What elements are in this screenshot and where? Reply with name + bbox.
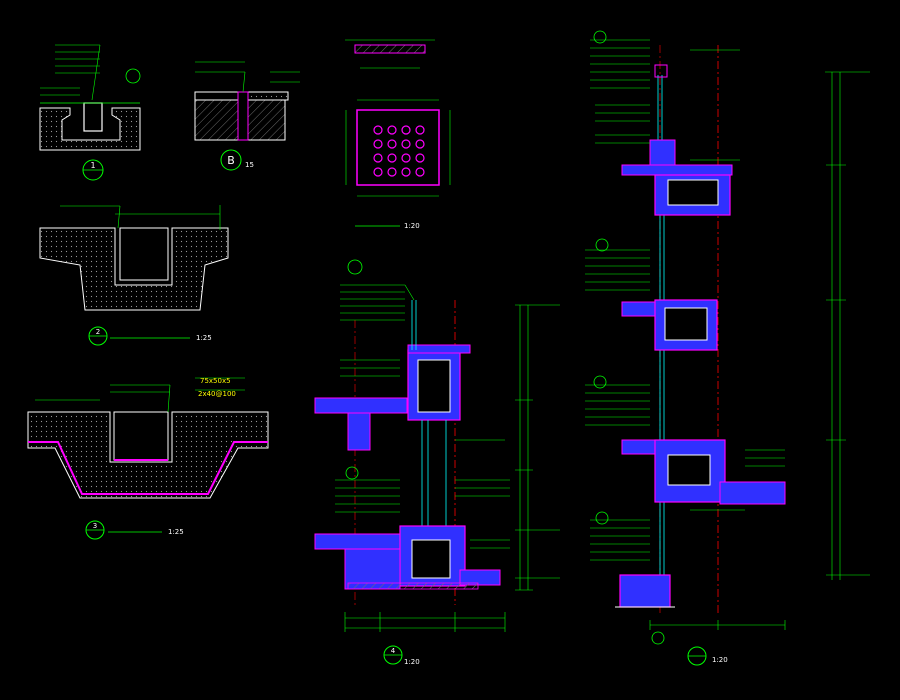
grate-detail: 1:20 xyxy=(345,39,451,230)
detail-2-soil xyxy=(39,227,229,311)
detail-3-membrane xyxy=(28,441,268,495)
detail-3-callout-number: 3 xyxy=(93,522,97,530)
detail-1-trench: 1 xyxy=(39,44,141,181)
detail-1-ref-bubble xyxy=(125,68,141,84)
detail-2-callout-number: 2 xyxy=(96,328,100,336)
detail-1-soil xyxy=(39,107,141,151)
wall-section-4: 4 1:20 xyxy=(314,259,560,666)
detail-b-scale: 15 xyxy=(245,161,254,169)
detail-3-soil xyxy=(27,411,269,499)
grate-plate xyxy=(356,109,440,186)
detail-3-angle-dim: 75x50x5 xyxy=(200,377,231,385)
detail-b-joint: B 15 xyxy=(194,61,300,171)
section-4-glazing xyxy=(411,300,447,530)
detail-3-bolt-dim: 2x40@100 xyxy=(198,390,236,398)
section-5-base xyxy=(619,574,671,608)
wall-section-5: 1:20 xyxy=(585,30,870,666)
section-4-callout-number: 4 xyxy=(391,647,396,655)
section-5-glazing xyxy=(657,75,665,575)
grate-scale: 1:20 xyxy=(404,222,420,230)
section-5-scale: 1:20 xyxy=(712,656,728,664)
section-4-dimension-chain xyxy=(515,304,560,591)
section-5-beam-3 xyxy=(654,439,726,503)
detail-b-callout-letter: B xyxy=(227,154,235,167)
section-4-lower-slab xyxy=(314,533,411,550)
detail-1-callout-number: 1 xyxy=(90,161,95,170)
detail-1-channel xyxy=(83,102,103,132)
detail-3-trench: 75x50x5 2x40@100 3 1:25 xyxy=(27,377,269,540)
section-5-slab-1 xyxy=(621,164,733,176)
detail-3-scale: 1:25 xyxy=(168,528,184,536)
detail-2-scale: 1:25 xyxy=(196,334,212,342)
section-5-dimension-chain xyxy=(825,71,870,580)
grate-section-strip xyxy=(354,44,426,54)
section-4-scale: 1:20 xyxy=(404,658,420,666)
detail-b-callout xyxy=(220,149,242,171)
grate-holes xyxy=(373,125,425,177)
section-4-upper-slab xyxy=(314,397,408,414)
detail-2-trench: 2 1:25 xyxy=(39,205,229,346)
